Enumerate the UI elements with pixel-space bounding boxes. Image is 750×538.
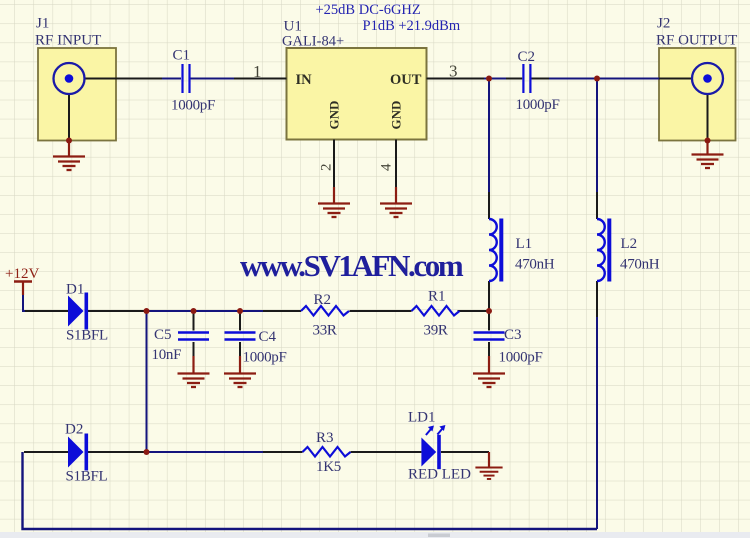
svg-text:RED LED: RED LED	[408, 467, 471, 483]
svg-text:GND: GND	[327, 101, 342, 130]
svg-text:R1: R1	[428, 289, 446, 305]
svg-text:S1BFL: S1BFL	[66, 469, 108, 485]
svg-text:3: 3	[449, 62, 458, 81]
svg-text:D2: D2	[65, 422, 83, 438]
svg-text:LD1: LD1	[408, 410, 436, 426]
svg-text:www.SV1AFN.com: www.SV1AFN.com	[240, 248, 464, 283]
svg-text:GALI-84+: GALI-84+	[282, 34, 344, 50]
svg-text:J1: J1	[36, 16, 49, 32]
svg-text:C1: C1	[173, 48, 191, 64]
svg-text:OUT: OUT	[390, 72, 422, 88]
svg-text:RF INPUT: RF INPUT	[35, 33, 101, 49]
svg-text:1000pF: 1000pF	[516, 97, 560, 113]
svg-text:33R: 33R	[313, 323, 337, 339]
svg-text:2: 2	[319, 164, 335, 172]
svg-text:+25dB DC-6GHZ: +25dB DC-6GHZ	[316, 2, 421, 18]
svg-text:R2: R2	[314, 292, 332, 308]
svg-text:C5: C5	[154, 327, 172, 343]
svg-text:4: 4	[379, 163, 395, 171]
svg-text:GND: GND	[389, 101, 404, 130]
svg-text:1000pF: 1000pF	[243, 350, 287, 366]
svg-text:+12V: +12V	[5, 266, 39, 282]
svg-text:D1: D1	[66, 282, 84, 298]
svg-text:R3: R3	[316, 430, 334, 446]
svg-text:470nH: 470nH	[620, 257, 660, 273]
svg-text:J2: J2	[657, 16, 670, 32]
svg-text:L1: L1	[516, 236, 533, 252]
svg-text:L2: L2	[621, 236, 638, 252]
svg-text:1K5: 1K5	[316, 459, 341, 475]
svg-text:1: 1	[253, 62, 262, 81]
svg-text:1000pF: 1000pF	[171, 98, 215, 114]
svg-text:P1dB +21.9dBm: P1dB +21.9dBm	[363, 18, 461, 34]
svg-text:39R: 39R	[424, 323, 448, 339]
svg-text:C2: C2	[518, 49, 536, 65]
svg-text:C3: C3	[504, 327, 522, 343]
svg-text:C4: C4	[259, 329, 277, 345]
svg-text:470nH: 470nH	[515, 257, 555, 273]
svg-text:10nF: 10nF	[152, 347, 182, 363]
svg-text:U1: U1	[284, 19, 302, 35]
svg-text:IN: IN	[296, 72, 313, 88]
svg-text:RF OUTPUT: RF OUTPUT	[656, 33, 737, 49]
svg-text:S1BFL: S1BFL	[66, 328, 108, 344]
svg-text:1000pF: 1000pF	[499, 350, 543, 366]
